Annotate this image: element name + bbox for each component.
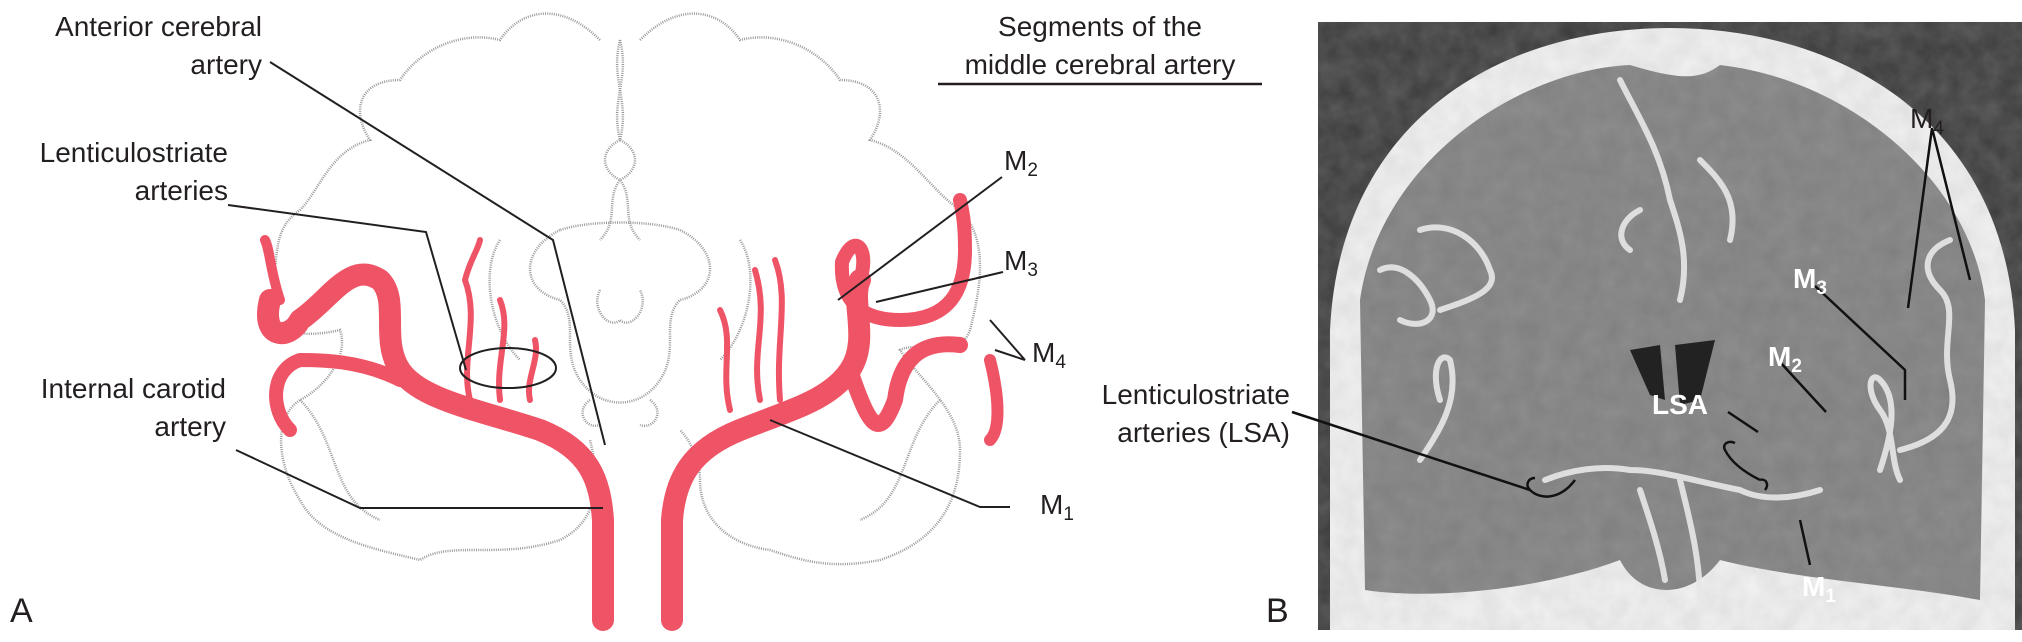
label-m3: M3 xyxy=(1004,245,1038,281)
mca-arteries xyxy=(257,193,1004,631)
ventricles xyxy=(1630,340,1715,405)
label-ct-lsa: LSA xyxy=(1652,389,1708,420)
lsa-circle xyxy=(459,347,557,389)
label-ct-lenticulostriate-arteries: Lenticulostriate arteries (LSA) xyxy=(1101,379,1290,448)
lsa-line1: Lenticulostriate xyxy=(39,137,228,168)
label-ct-m4: M4 xyxy=(1910,103,1944,139)
segments-title: Segments of the middle cerebral artery xyxy=(930,8,1270,84)
title-line1: Segments of the xyxy=(998,11,1202,42)
aca-line1: Anterior cerebral xyxy=(55,11,262,42)
right-ica xyxy=(661,269,871,631)
label-m4: M4 xyxy=(1032,337,1066,373)
title-line2: middle cerebral artery xyxy=(964,49,1236,80)
lsa-line2: arteries xyxy=(134,175,228,206)
label-anterior-cerebral-artery: Anterior cerebral artery xyxy=(0,8,262,84)
label-ct-m3: M3 xyxy=(1793,263,1827,299)
aca-line2: artery xyxy=(190,49,262,80)
panel-letter-b: B xyxy=(1266,592,1289,630)
label-ct-m1: M1 xyxy=(1802,571,1836,607)
label-lenticulostriate-arteries: Lenticulostriate arteries xyxy=(0,134,228,210)
ica-line2: artery xyxy=(154,411,226,442)
label-internal-carotid-artery: Internal carotid artery xyxy=(0,370,226,446)
left-ica xyxy=(257,263,614,631)
panel-letter-a: A xyxy=(10,592,33,630)
label-m1: M1 xyxy=(1040,489,1074,525)
label-m2: M2 xyxy=(1004,145,1038,181)
ica-line1: Internal carotid xyxy=(40,373,226,404)
label-ct-m2: M2 xyxy=(1768,341,1802,377)
